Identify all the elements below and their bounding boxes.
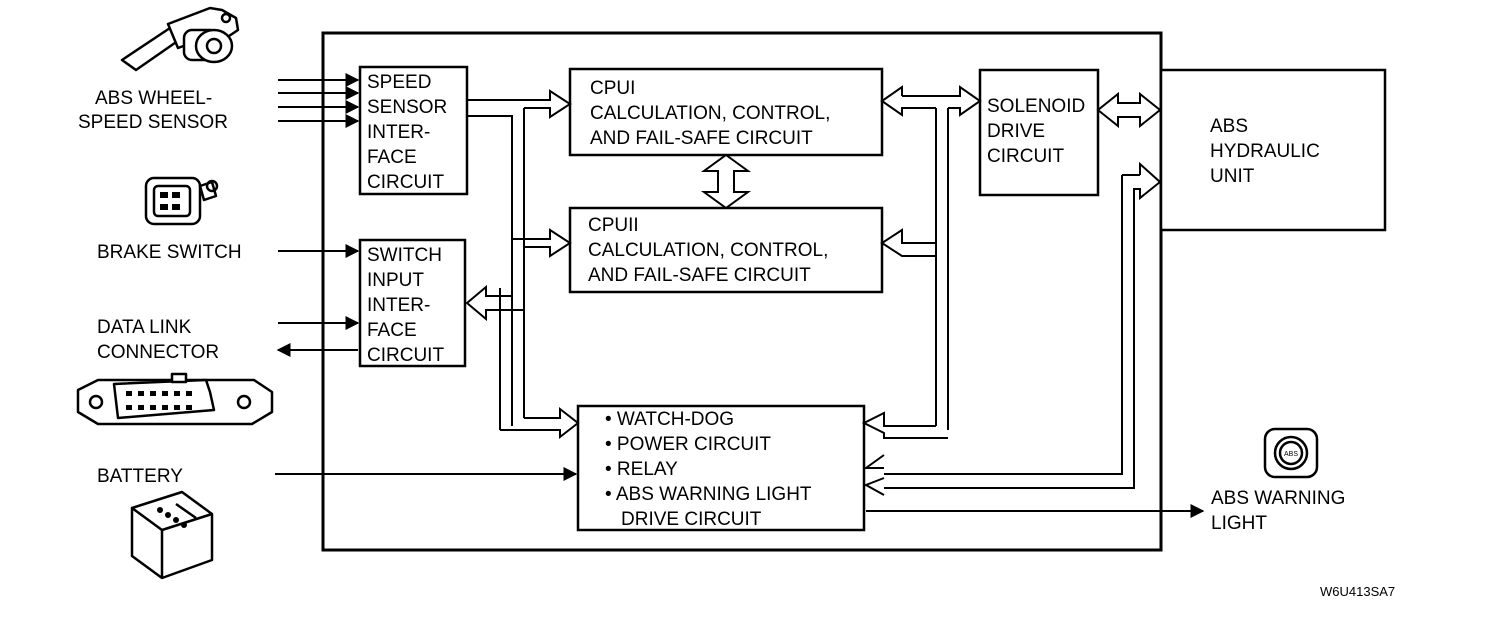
battery-label: BATTERY	[97, 466, 183, 487]
right-bus	[861, 85, 982, 439]
switch-input-interface-label: SWITCH INPUT INTER- FACE CIRCUIT	[367, 245, 447, 366]
wheel-sensor-wires	[278, 73, 360, 128]
switch-input-interface-box	[358, 238, 467, 368]
solenoid-drive-box	[978, 68, 1100, 197]
wheel-sensor-label: ABS WHEEL- SPEED SENSOR	[78, 88, 228, 133]
watchdog-power-box	[576, 404, 866, 532]
cpu1-label: CPUI CALCULATION, CONTROL, AND FAIL-SAFE…	[590, 78, 836, 149]
hydraulic-bus	[862, 91, 1162, 496]
speed-sensor-interface-box	[358, 65, 469, 196]
cpu1-box	[568, 67, 884, 157]
hydraulic-unit-box	[1159, 68, 1387, 232]
hydraulic-unit-label: ABS HYDRAULIC UNIT	[1210, 116, 1325, 187]
control-unit-frame	[321, 31, 1163, 552]
data-link-label: DATA LINK CONNECTOR	[97, 317, 219, 363]
cpu2-label: CPUII CALCULATION, CONTROL, AND FAIL-SAF…	[588, 215, 834, 286]
abs-warning-light-icon: ABS	[1263, 427, 1319, 479]
abs-warning-icon-text: ABS	[1284, 451, 1298, 458]
brake-switch-icon	[144, 176, 219, 226]
cpu2-box	[568, 206, 884, 294]
brake-switch-label: BRAKE SWITCH	[97, 242, 242, 263]
speed-sensor-interface-label: SPEED SENSOR INTER- FACE CIRCUIT	[367, 72, 453, 193]
left-bus	[465, 89, 580, 440]
watchdog-power-label: • WATCH-DOG • POWER CIRCUIT • RELAY • AB…	[605, 409, 816, 530]
battery-icon	[130, 490, 214, 580]
warning-light-label: ABS WARNING LIGHT	[1211, 488, 1351, 534]
solenoid-drive-label: SOLENOID DRIVE CIRCUIT	[987, 96, 1090, 167]
figure-code: W6U413SA7	[1320, 584, 1395, 599]
wheel-speed-sensor-icon	[120, 6, 240, 72]
cpu-link-arrow	[700, 153, 752, 210]
data-link-connector-icon	[76, 372, 274, 426]
